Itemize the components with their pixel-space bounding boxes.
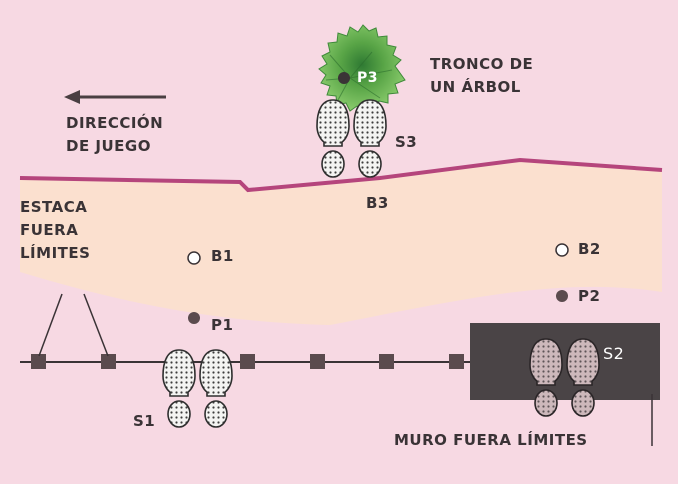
direction-label-line2: DE JUEGO: [66, 137, 151, 155]
label-p3: P3: [357, 70, 379, 86]
fairway-band: [20, 160, 662, 325]
stake-label: ESTACA FUERA LÍMITES: [20, 196, 90, 265]
stake-label-line3: LÍMITES: [20, 244, 91, 262]
stake-callout: [38, 293, 109, 357]
ball-b1-marker: [187, 251, 201, 265]
tree-label-line2: UN ÁRBOL: [430, 78, 521, 96]
wall-out-of-bounds: [470, 323, 660, 400]
label-b2: B2: [578, 240, 601, 258]
direction-label: DIRECCIÓN DE JUEGO: [66, 112, 163, 158]
point-p3-marker: [338, 72, 350, 84]
point-p1-marker: [188, 312, 200, 324]
stake-label-line1: ESTACA: [20, 198, 88, 216]
tree-label: TRONCO DE UN ÁRBOL: [430, 53, 533, 99]
stake-markers: [31, 354, 464, 369]
wall-label: MURO FUERA LÍMITES: [394, 431, 588, 449]
label-s3: S3: [395, 133, 418, 151]
boundary-line: [19, 157, 663, 193]
direction-arrow-icon: [64, 90, 166, 104]
stance-s3-footprints: [316, 99, 387, 178]
ball-b2-marker: [555, 243, 569, 257]
tree-label-line1: TRONCO DE: [430, 55, 534, 73]
label-b3: B3: [366, 194, 389, 212]
direction-label-line1: DIRECCIÓN: [66, 114, 164, 132]
point-p2-marker: [556, 290, 568, 302]
label-b1: B1: [211, 247, 234, 265]
label-p2: P2: [578, 287, 601, 305]
label-s1: S1: [133, 412, 156, 430]
label-p1: P1: [211, 316, 234, 334]
stake-label-line2: FUERA: [20, 221, 79, 239]
label-s2: S2: [603, 344, 625, 363]
tree-icon: [318, 24, 406, 114]
